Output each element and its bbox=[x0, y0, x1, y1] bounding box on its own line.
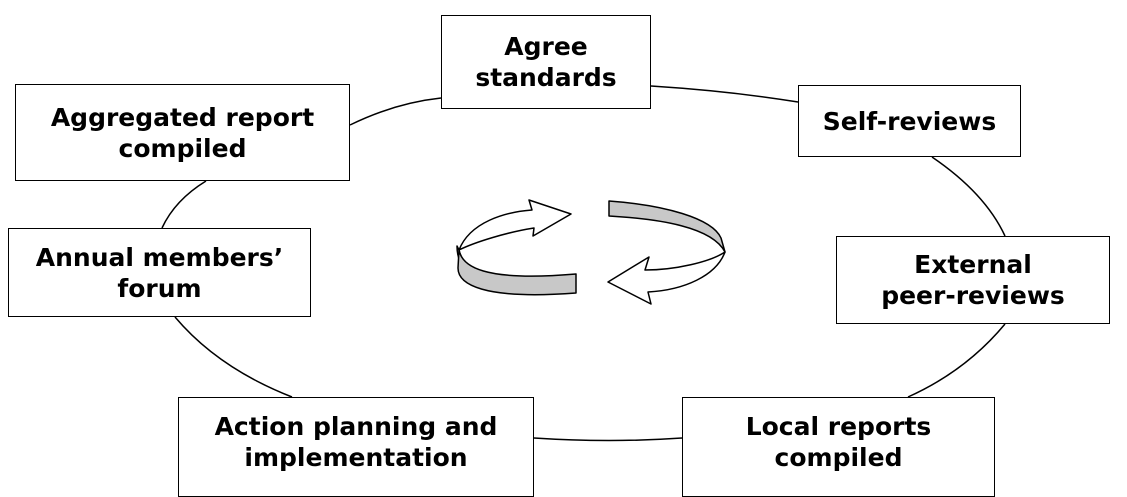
connector-agree-to-self bbox=[650, 85, 799, 103]
circular-refresh-arrows-icon bbox=[456, 199, 726, 305]
connector-action-to-forum bbox=[174, 316, 293, 398]
connector-local-to-action bbox=[533, 437, 683, 442]
stage-action-planning: Action planning and implementation bbox=[178, 397, 534, 497]
connector-external-to-local bbox=[907, 323, 1006, 398]
stage-local-reports-compiled: Local reports compiled bbox=[682, 397, 995, 497]
connector-aggregated-to-agree bbox=[349, 97, 442, 126]
connector-forum-to-aggregated bbox=[161, 180, 207, 229]
stage-annual-members-forum: Annual members’ forum bbox=[8, 228, 311, 317]
refresh-arrow-bottom-band bbox=[608, 200, 726, 253]
cycle-connector-lines bbox=[161, 85, 1006, 442]
stage-external-peer-reviews: External peer-reviews bbox=[836, 236, 1110, 324]
stage-self-reviews: Self-reviews bbox=[798, 85, 1021, 157]
refresh-arrow-left-band bbox=[457, 249, 577, 296]
refresh-arrow-top bbox=[458, 199, 572, 251]
refresh-arrow-bottom bbox=[607, 251, 726, 305]
stage-aggregated-report-compiled: Aggregated report compiled bbox=[15, 84, 350, 181]
connector-self-to-external bbox=[931, 156, 1006, 237]
stage-agree-standards: Agree standards bbox=[441, 15, 651, 109]
